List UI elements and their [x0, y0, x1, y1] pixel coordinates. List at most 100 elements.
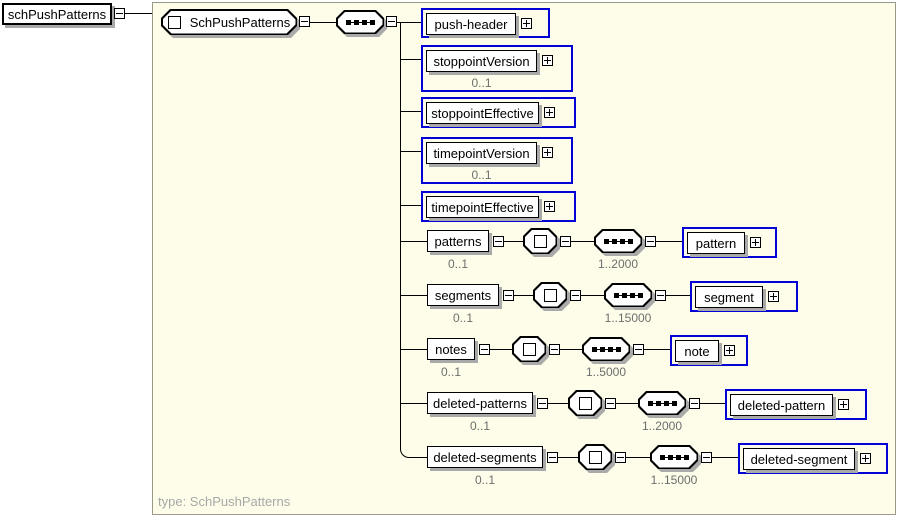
element-box[interactable]: timepointEffective: [426, 196, 539, 218]
collapse-icon[interactable]: [615, 452, 626, 463]
collapse-icon[interactable]: [114, 8, 125, 19]
complextype-icon: [167, 15, 181, 29]
connector-line: [712, 457, 738, 458]
collapse-icon[interactable]: [689, 398, 700, 409]
element-label: timepointEffective: [431, 199, 534, 215]
sequence-compositor[interactable]: [650, 445, 698, 469]
collapse-icon[interactable]: [645, 236, 656, 247]
connector-line: [548, 403, 568, 404]
sequence-compositor[interactable]: [638, 391, 686, 415]
collapse-icon[interactable]: [560, 236, 571, 247]
collapse-icon[interactable]: [549, 344, 560, 355]
element-label: segments: [434, 287, 492, 303]
collapse-icon[interactable]: [701, 452, 712, 463]
element-box-patterns[interactable]: patterns: [427, 230, 489, 252]
element-box-segments[interactable]: segments: [427, 284, 499, 306]
sequence-compositor[interactable]: [336, 10, 384, 34]
connector-line: [400, 151, 421, 152]
occurrence-label: 0..1: [452, 311, 473, 325]
occurrence-label: 0..1: [469, 419, 490, 433]
element-box[interactable]: push-header: [426, 13, 516, 35]
element-ref-pattern[interactable]: pattern: [682, 227, 777, 258]
element-ref-deleted-pattern[interactable]: deleted-pattern: [725, 389, 867, 420]
element-box[interactable]: note: [675, 340, 719, 362]
element-ref-push-header[interactable]: push-header: [421, 8, 550, 38]
connector-line: [558, 457, 578, 458]
element-box[interactable]: deleted-pattern: [730, 394, 833, 416]
sequence-icon: [591, 346, 621, 352]
connector-line: [397, 22, 421, 23]
element-box[interactable]: stoppointEffective: [426, 102, 539, 124]
element-ref-timepointEffective[interactable]: timepointEffective: [421, 191, 576, 222]
connector-line: [400, 349, 427, 350]
diagram-surface: [152, 2, 896, 515]
element-label: patterns: [434, 233, 482, 249]
complextype-icon: [588, 450, 602, 464]
element-label: timepointVersion: [433, 145, 530, 161]
collapse-icon[interactable]: [386, 16, 397, 27]
sequence-compositor[interactable]: [594, 229, 642, 253]
element-label: pattern: [695, 235, 737, 251]
collapse-icon[interactable]: [655, 290, 666, 301]
element-label: segment: [704, 289, 754, 305]
root-element-label: schPushPatterns: [7, 6, 107, 22]
expand-icon[interactable]: [544, 201, 555, 212]
sequence-compositor[interactable]: [582, 337, 630, 361]
occurrence-label: 1..2000: [597, 257, 639, 271]
anonymous-complextype: [523, 228, 557, 254]
trunk-line: [400, 22, 401, 448]
expand-icon[interactable]: [768, 291, 779, 302]
complextype-label: SchPushPatterns: [189, 14, 291, 30]
element-ref-note[interactable]: note: [670, 335, 748, 366]
element-box-deleted-patterns[interactable]: deleted-patterns: [427, 392, 533, 414]
element-ref-deleted-segment[interactable]: deleted-segment: [738, 443, 888, 474]
anonymous-complextype: [533, 282, 567, 308]
root-element-box[interactable]: schPushPatterns: [2, 3, 112, 25]
connector-line: [490, 349, 512, 350]
collapse-icon[interactable]: [633, 344, 644, 355]
sequence-icon: [603, 238, 633, 244]
element-ref-stoppointEffective[interactable]: stoppointEffective: [421, 97, 576, 128]
expand-icon[interactable]: [542, 147, 553, 158]
sequence-icon: [647, 400, 677, 406]
expand-icon[interactable]: [838, 399, 849, 410]
occurrence-label: 1..2000: [641, 419, 683, 433]
connector-line: [125, 13, 152, 14]
collapse-icon[interactable]: [479, 344, 490, 355]
element-box[interactable]: pattern: [687, 232, 745, 254]
expand-icon[interactable]: [860, 453, 871, 464]
complextype-icon: [543, 288, 557, 302]
element-box[interactable]: stoppointVersion: [426, 50, 537, 72]
element-box-deleted-segments[interactable]: deleted-segments: [427, 446, 543, 468]
occurrence-label: 0..1: [474, 473, 495, 487]
complextype-icon: [533, 234, 547, 248]
element-box[interactable]: timepointVersion: [426, 142, 537, 164]
expand-icon[interactable]: [544, 107, 555, 118]
collapse-icon[interactable]: [605, 398, 616, 409]
connector-line: [400, 111, 421, 112]
expand-icon[interactable]: [750, 237, 761, 248]
expand-icon[interactable]: [724, 345, 735, 356]
element-box-notes[interactable]: notes: [427, 338, 475, 360]
element-ref-segment[interactable]: segment: [690, 281, 798, 312]
collapse-icon[interactable]: [537, 398, 548, 409]
expand-icon[interactable]: [521, 18, 532, 29]
complextype-box[interactable]: SchPushPatterns: [161, 9, 297, 35]
collapse-icon[interactable]: [570, 290, 581, 301]
expand-icon[interactable]: [542, 55, 553, 66]
occurrence-label: 1..15000: [650, 473, 698, 487]
occurrence-label: 1..15000: [604, 311, 652, 325]
element-ref-stoppointVersion[interactable]: stoppointVersion 0..1: [421, 45, 573, 92]
element-box[interactable]: deleted-segment: [743, 448, 855, 470]
occurrence-label: 0..1: [440, 365, 461, 379]
sequence-compositor[interactable]: [604, 283, 652, 307]
element-ref-timepointVersion[interactable]: timepointVersion 0..1: [421, 137, 573, 184]
collapse-icon[interactable]: [493, 236, 504, 247]
collapse-icon[interactable]: [299, 16, 310, 27]
connector-line: [581, 295, 604, 296]
element-box[interactable]: segment: [695, 286, 763, 308]
connector-curve: [400, 446, 428, 458]
collapse-icon[interactable]: [547, 452, 558, 463]
element-label: deleted-segment: [750, 451, 848, 467]
collapse-icon[interactable]: [503, 290, 514, 301]
